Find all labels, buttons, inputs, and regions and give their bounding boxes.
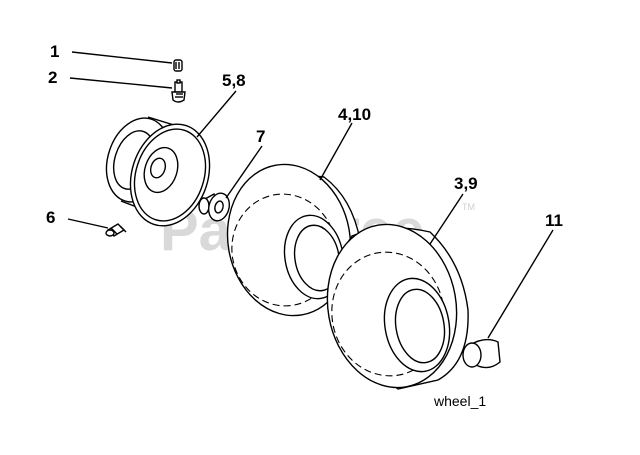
callout-1: 1 xyxy=(50,42,59,61)
part-7-spacer xyxy=(198,192,231,222)
callout-5-8: 5,8 xyxy=(222,71,246,90)
callout-3-9: 3,9 xyxy=(454,174,478,193)
callout-6: 6 xyxy=(46,208,55,227)
part-1-cap xyxy=(173,59,183,72)
part-6-fitting xyxy=(105,223,127,237)
watermark-tm: TM xyxy=(462,202,475,212)
diagram-caption: wheel_1 xyxy=(433,393,486,409)
part-3-9-tire xyxy=(326,223,469,390)
part-11-hub-cap xyxy=(462,338,501,369)
callout-4-10: 4,10 xyxy=(338,105,371,124)
leader-lines xyxy=(67,51,554,339)
callout-7: 7 xyxy=(256,127,265,146)
part-2-valve-stem xyxy=(171,79,186,103)
part-5-8-rim xyxy=(105,116,211,227)
callout-2: 2 xyxy=(48,68,57,87)
callout-11: 11 xyxy=(545,211,563,230)
